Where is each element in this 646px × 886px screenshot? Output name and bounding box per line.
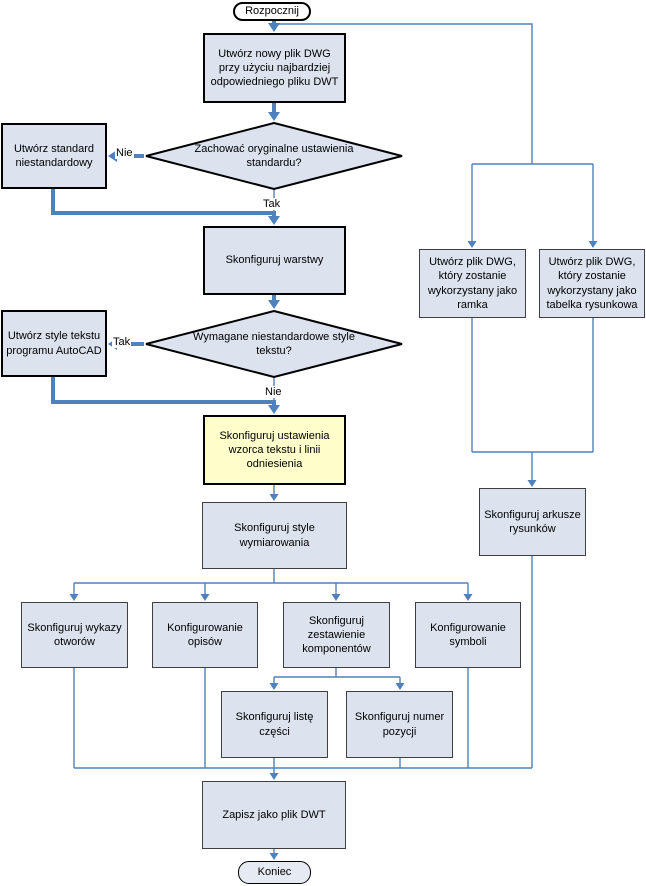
start-label: Rozpocznij [245, 5, 299, 18]
step-dimension-styles: Skonfiguruj style wymiarowania [202, 502, 347, 569]
step-text-pattern-settings-label: Skonfiguruj ustawienia wzorca tekstu i l… [219, 429, 330, 471]
step-drawing-sheets: Skonfiguruj arkusze rysunków [479, 488, 586, 556]
step-custom-standard: Utwórz standard niestandardowy [1, 123, 107, 189]
step-autocad-text-styles: Utwórz style tekstu programu AutoCAD [1, 310, 107, 377]
step-symbols-label: Konfigurowanie symboli [430, 621, 506, 648]
decision-custom-text-styles: Wymagane niestandardowe style tekstu? [144, 310, 404, 378]
diamond-shape [145, 122, 403, 190]
step-item-number: Skonfiguruj numer pozycji [346, 691, 453, 758]
diamond-shape [145, 310, 403, 378]
step-text-pattern-settings: Skonfiguruj ustawienia wzorca tekstu i l… [203, 415, 346, 485]
step-title-block-dwg-label: Utwórz plik DWG, który zostanie wykorzys… [546, 255, 638, 311]
step-create-dwg-label: Utwórz nowy plik DWG przy użyciu najbard… [210, 47, 339, 89]
step-symbols: Konfigurowanie symboli [415, 602, 521, 668]
decision-keep-standard: Zachować oryginalne ustawienia standardu… [144, 122, 404, 190]
step-save-dwt: Zapisz jako plik DWT [202, 781, 346, 849]
edge-label-yes-2: Tak [112, 336, 132, 349]
step-component-list: Skonfiguruj zestawienie komponentów [283, 602, 390, 668]
decision-custom-text-styles-label: Wymagane niestandardowe style tekstu? [193, 330, 355, 357]
step-frame-dwg-label: Utwórz plik DWG, który zostanie wykorzys… [427, 255, 518, 311]
step-custom-standard-label: Utwórz standard niestandardowy [13, 142, 95, 169]
step-annotations-label: Konfigurowanie opisów [167, 621, 243, 648]
step-dimension-styles-label: Skonfiguruj style wymiarowania [234, 522, 315, 549]
step-autocad-text-styles-label: Utwórz style tekstu programu AutoCAD [6, 330, 102, 357]
step-create-dwg: Utwórz nowy plik DWG przy użyciu najbard… [203, 33, 346, 103]
step-parts-list: Skonfiguruj listę części [221, 691, 328, 758]
step-configure-layers-label: Skonfiguruj warstwy [225, 254, 324, 267]
thin-connectors [73, 23, 594, 855]
step-item-number-label: Skonfiguruj numer pozycji [354, 711, 445, 738]
decision-keep-standard-label: Zachować oryginalne ustawienia standardu… [194, 142, 354, 169]
end-terminator: Koniec [238, 861, 311, 884]
edge-label-yes-1: Tak [262, 198, 282, 211]
step-frame-dwg: Utwórz plik DWG, który zostanie wykorzys… [419, 249, 526, 318]
step-hole-tables: Skonfiguruj wykazy otworów [21, 602, 128, 668]
start-terminator: Rozpocznij [233, 2, 311, 21]
end-label: Koniec [257, 866, 292, 879]
step-component-list-label: Skonfiguruj zestawienie komponentów [302, 614, 371, 656]
step-configure-layers: Skonfiguruj warstwy [203, 226, 346, 295]
step-parts-list-label: Skonfiguruj listę części [235, 711, 314, 738]
step-hole-tables-label: Skonfiguruj wykazy otworów [27, 621, 122, 648]
edge-label-no-2: Nie [264, 386, 283, 399]
step-drawing-sheets-label: Skonfiguruj arkusze rysunków [484, 508, 581, 535]
edge-label-no-1: Nie [115, 147, 134, 160]
step-title-block-dwg: Utwórz plik DWG, który zostanie wykorzys… [539, 249, 645, 318]
step-annotations: Konfigurowanie opisów [152, 602, 258, 668]
step-save-dwt-label: Zapisz jako plik DWT [222, 808, 326, 821]
